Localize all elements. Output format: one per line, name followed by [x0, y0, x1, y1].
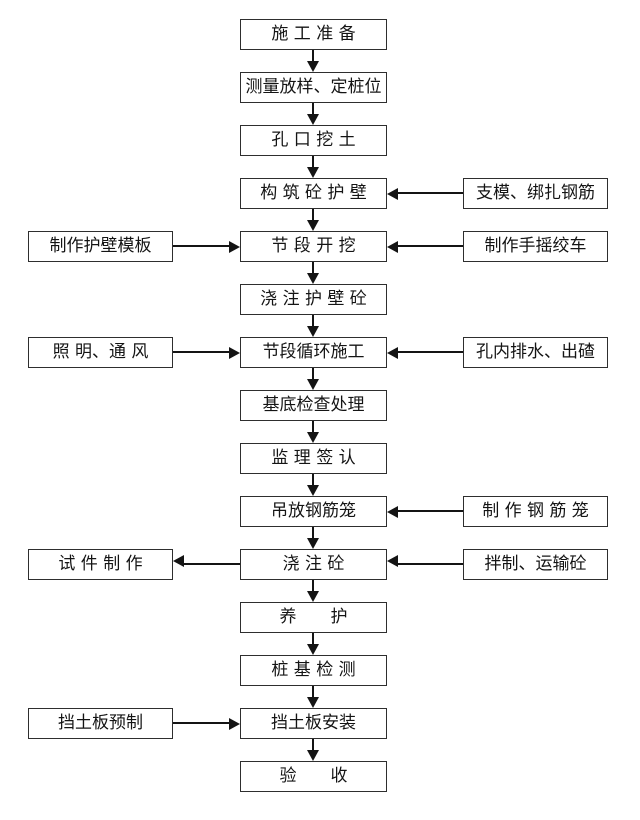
main-step-11: 浇 注 砼	[240, 549, 387, 580]
main-step-15: 验 收	[240, 761, 387, 792]
main-step-13: 桩 基 检 测	[240, 655, 387, 686]
main-step-1: 施 工 准 备	[240, 19, 387, 50]
arrow-down-line-14	[312, 739, 314, 752]
main-step-10: 吊放钢筋笼	[240, 496, 387, 527]
arrow-down-head-3	[307, 167, 319, 178]
right-box-drain-slag: 孔内排水、出碴	[463, 337, 608, 368]
arrow-down-line-2	[312, 103, 314, 116]
arrow-down-head-5	[307, 273, 319, 284]
arrow-down-head-12	[307, 644, 319, 655]
arrow-left-head-specimen	[173, 555, 184, 567]
arrow-left-head-formwork-rebar	[387, 188, 398, 200]
arrow-down-line-12	[312, 633, 314, 646]
arrow-down-line-5	[312, 262, 314, 275]
main-step-5: 节 段 开 挖	[240, 231, 387, 262]
arrow-down-head-6	[307, 326, 319, 337]
left-box-lighting-ventilation: 照 明、通 风	[28, 337, 173, 368]
left-box-board-prefab: 挡土板预制	[28, 708, 173, 739]
arrow-left-head-winch	[387, 241, 398, 253]
arrow-right-line-lighting	[173, 351, 229, 353]
arrow-left-line-specimen	[184, 563, 240, 565]
main-step-3: 孔 口 挖 土	[240, 125, 387, 156]
arrow-right-head-board	[229, 718, 240, 730]
main-step-8: 基底检查处理	[240, 390, 387, 421]
arrow-down-head-11	[307, 591, 319, 602]
arrow-down-line-9	[312, 474, 314, 487]
arrow-right-line-board	[173, 722, 229, 724]
arrow-left-line-formwork-rebar	[398, 192, 463, 194]
arrow-down-line-4	[312, 209, 314, 222]
right-box-hand-winch: 制作手摇绞车	[463, 231, 608, 262]
main-step-14: 挡土板安装	[240, 708, 387, 739]
arrow-right-head-formwork	[229, 241, 240, 253]
arrow-down-head-13	[307, 697, 319, 708]
arrow-left-head-drain	[387, 347, 398, 359]
arrow-right-head-lighting	[229, 347, 240, 359]
arrow-down-line-7	[312, 368, 314, 381]
arrow-left-line-cage	[398, 510, 463, 512]
arrow-down-head-2	[307, 114, 319, 125]
main-step-6: 浇 注 护 壁 砼	[240, 284, 387, 315]
right-box-rebar-cage: 制 作 钢 筋 笼	[463, 496, 608, 527]
main-step-4: 构 筑 砼 护 壁	[240, 178, 387, 209]
right-box-formwork-rebar: 支模、绑扎钢筋	[463, 178, 608, 209]
arrow-down-line-11	[312, 580, 314, 593]
arrow-down-head-9	[307, 485, 319, 496]
arrow-left-head-mix	[387, 555, 398, 567]
main-step-9: 监 理 签 认	[240, 443, 387, 474]
main-step-12: 养 护	[240, 602, 387, 633]
left-box-test-specimen: 试 件 制 作	[28, 549, 173, 580]
right-box-mix-transport: 拌制、运输砼	[463, 549, 608, 580]
main-step-7: 节段循环施工	[240, 337, 387, 368]
arrow-down-head-10	[307, 538, 319, 549]
arrow-down-line-13	[312, 686, 314, 699]
arrow-down-head-1	[307, 61, 319, 72]
arrow-down-line-8	[312, 421, 314, 434]
arrow-down-line-1	[312, 50, 314, 63]
arrow-down-head-4	[307, 220, 319, 231]
arrow-down-line-6	[312, 315, 314, 328]
arrow-right-line-formwork	[173, 245, 229, 247]
arrow-left-line-mix	[398, 563, 463, 565]
arrow-down-head-7	[307, 379, 319, 390]
arrow-down-head-14	[307, 750, 319, 761]
arrow-down-line-10	[312, 527, 314, 540]
arrow-down-head-8	[307, 432, 319, 443]
main-step-2: 测量放样、定桩位	[240, 72, 387, 103]
arrow-left-head-cage	[387, 506, 398, 518]
left-box-formwork-making: 制作护壁模板	[28, 231, 173, 262]
arrow-left-line-winch	[398, 245, 463, 247]
arrow-left-line-drain	[398, 351, 463, 353]
arrow-down-line-3	[312, 156, 314, 169]
